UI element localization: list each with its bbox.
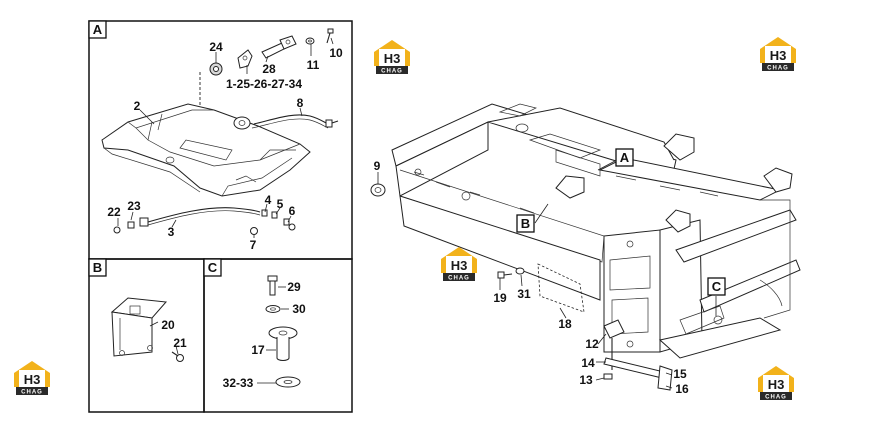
logo-watermark-4: H3 CHAG bbox=[14, 361, 50, 396]
hose-line-upper bbox=[251, 114, 339, 129]
washer-31-part bbox=[515, 267, 525, 275]
bolt-29-part bbox=[267, 275, 278, 296]
svg-text:H3: H3 bbox=[770, 48, 787, 63]
main-labels: 9 19 31 18 12 14 15 13 16 bbox=[374, 159, 689, 396]
label-23: 23 bbox=[127, 199, 141, 213]
shim-32-33-part bbox=[275, 376, 301, 388]
bolt-part bbox=[326, 28, 334, 44]
svg-text:H3: H3 bbox=[768, 377, 785, 392]
section-label-c: C bbox=[208, 260, 218, 275]
hose-line-lower bbox=[113, 207, 261, 234]
svg-text:H3: H3 bbox=[451, 258, 468, 273]
svg-text:H3: H3 bbox=[384, 51, 401, 66]
svg-text:CHAG: CHAG bbox=[21, 390, 43, 396]
label-9: 9 bbox=[374, 159, 381, 173]
panel-b-labels: 20 21 bbox=[161, 318, 187, 350]
label-29: 29 bbox=[287, 280, 301, 294]
fastener-19-part bbox=[497, 271, 513, 279]
logo-watermark-1: H3 CHAG bbox=[374, 40, 410, 75]
label-17: 17 bbox=[251, 343, 265, 357]
callout-c: C bbox=[712, 279, 722, 294]
label-13: 13 bbox=[579, 373, 593, 387]
label-4: 4 bbox=[265, 193, 272, 207]
main-callouts: A B C bbox=[516, 148, 726, 296]
label-5: 5 bbox=[277, 197, 284, 211]
label-20: 20 bbox=[161, 318, 175, 332]
svg-text:CHAG: CHAG bbox=[448, 276, 470, 282]
label-28: 28 bbox=[262, 62, 276, 76]
bolt-21-part bbox=[171, 351, 184, 362]
label-7: 7 bbox=[250, 238, 257, 252]
label-12: 12 bbox=[585, 337, 599, 351]
svg-text:CHAG: CHAG bbox=[381, 69, 403, 75]
label-24: 24 bbox=[209, 40, 223, 54]
cup-9-part bbox=[370, 183, 386, 197]
label-30: 30 bbox=[292, 302, 306, 316]
label-16: 16 bbox=[675, 382, 689, 396]
label-15: 15 bbox=[673, 367, 687, 381]
callout-a: A bbox=[620, 150, 630, 165]
label-22: 22 bbox=[107, 205, 121, 219]
panel-c-frame bbox=[203, 258, 353, 413]
section-label-b: B bbox=[93, 260, 102, 275]
main-chassis-drawing bbox=[370, 103, 801, 391]
label-14: 14 bbox=[581, 356, 595, 370]
panel-a-drawing bbox=[101, 28, 339, 238]
svg-text:CHAG: CHAG bbox=[767, 66, 789, 72]
label-10: 10 bbox=[329, 46, 343, 60]
plate-18-part bbox=[537, 263, 585, 313]
panel-c-labels: 29 30 17 32-33 bbox=[223, 280, 306, 390]
section-label-a: A bbox=[93, 22, 103, 37]
flange-plate-part bbox=[237, 49, 253, 69]
label-31: 31 bbox=[517, 287, 531, 301]
label-8: 8 bbox=[297, 96, 304, 110]
label-1-25-26-27-34: 1-25-26-27-34 bbox=[226, 77, 302, 91]
callout-b: B bbox=[521, 216, 530, 231]
label-19: 19 bbox=[493, 291, 507, 305]
washer-part bbox=[305, 37, 315, 45]
label-18: 18 bbox=[558, 317, 572, 331]
panel-c-drawing bbox=[257, 275, 301, 388]
label-6: 6 bbox=[289, 204, 296, 218]
bushing-part bbox=[209, 62, 223, 76]
panel-a-labels: 24 10 28 11 1-25-26-27-34 2 8 4 5 6 22 2… bbox=[107, 40, 343, 252]
label-3: 3 bbox=[168, 225, 175, 239]
label-11: 11 bbox=[307, 58, 320, 72]
label-2: 2 bbox=[134, 99, 141, 113]
pin-part bbox=[261, 35, 297, 59]
small-fittings-group bbox=[250, 209, 296, 235]
svg-text:CHAG: CHAG bbox=[765, 395, 787, 401]
svg-text:H3: H3 bbox=[24, 372, 41, 387]
bracket-part bbox=[110, 297, 168, 357]
linkage-parts bbox=[603, 319, 673, 391]
label-32-33: 32-33 bbox=[223, 376, 254, 390]
spacer-17-part bbox=[268, 326, 298, 361]
label-21: 21 bbox=[173, 336, 187, 350]
logo-watermark-5: H3 CHAG bbox=[758, 366, 794, 401]
washer-30-part bbox=[265, 305, 281, 313]
panel-b-drawing bbox=[110, 297, 184, 362]
logo-watermark-2: H3 CHAG bbox=[760, 37, 796, 72]
logo-watermark-3: H3 CHAG bbox=[441, 247, 477, 282]
panel-frames: A B C bbox=[88, 20, 353, 413]
